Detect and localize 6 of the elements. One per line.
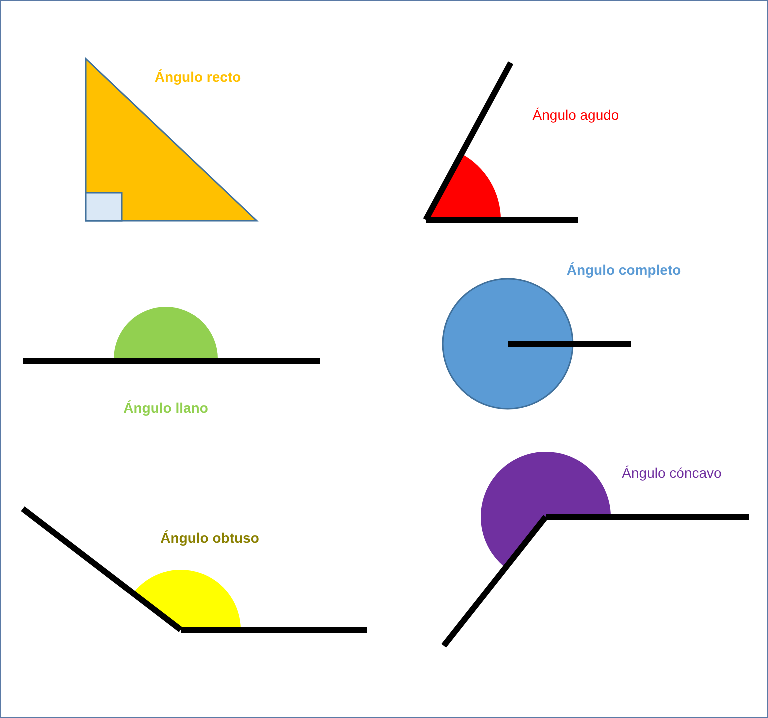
angle-label: Ángulo obtuso	[160, 530, 260, 546]
angle-label: Ángulo recto	[154, 69, 242, 85]
angle-label: Ángulo agudo	[532, 107, 620, 123]
angle-label: Ángulo cóncavo	[622, 465, 722, 481]
angle-label: Ángulo llano	[124, 400, 208, 416]
angle-label: Ángulo completo	[566, 262, 682, 278]
